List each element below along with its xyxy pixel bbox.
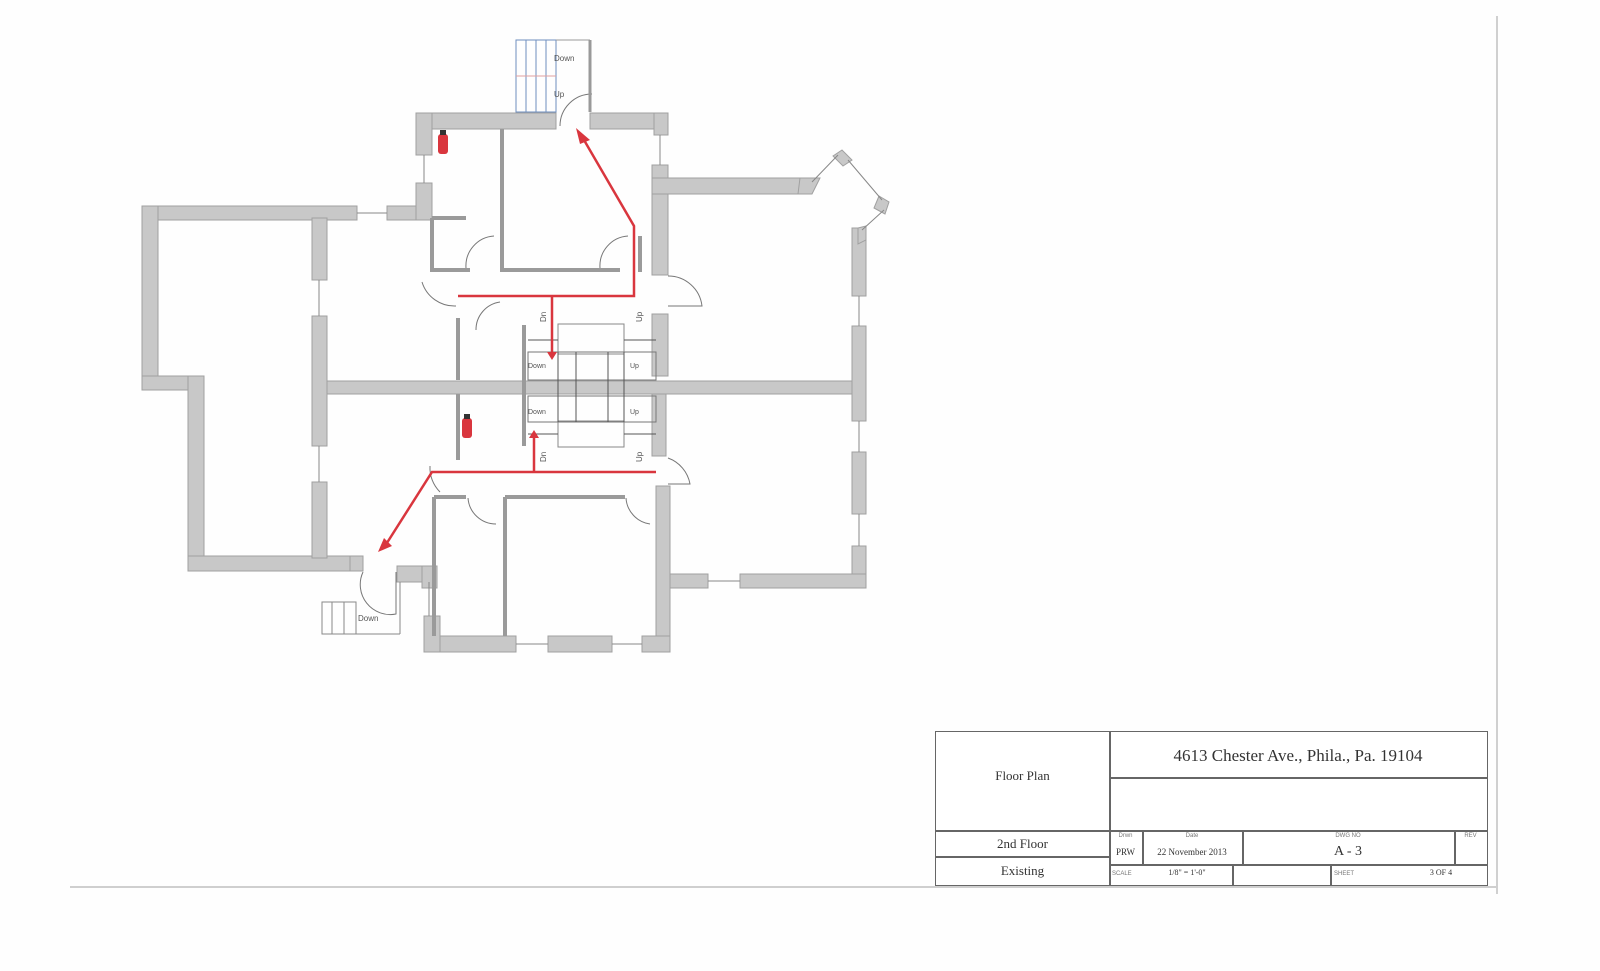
egress-arrow-north-icon — [576, 128, 590, 144]
egress-arrow-southwest-icon — [378, 538, 392, 552]
window-lines — [318, 135, 885, 645]
status-label: Existing — [1000, 863, 1045, 878]
bay-window — [797, 149, 890, 245]
sheet-value: 3 OF 4 — [1429, 868, 1453, 877]
date-value: 22 November 2013 — [1157, 847, 1227, 857]
svg-text:Down: Down — [358, 614, 378, 623]
svg-text:Dn: Dn — [539, 452, 548, 462]
title-block: Floor Plan 4613 Chester Ave., Phila., Pa… — [935, 731, 1488, 886]
svg-text:Up: Up — [635, 311, 644, 322]
door-swings — [359, 93, 703, 616]
drawn-by-label: Drwn — [1118, 833, 1133, 839]
walls — [141, 112, 867, 653]
date-label: Date — [1185, 833, 1199, 839]
scale-value: 1/8" = 1'-0" — [1168, 868, 1206, 877]
svg-text:Down: Down — [554, 54, 574, 63]
egress-route — [383, 139, 656, 547]
drawn-by-value: PRW — [1115, 847, 1135, 857]
sheet-border-right — [1496, 16, 1498, 894]
fire-extinguisher-icon — [438, 130, 448, 154]
sheet-label: SHEET — [1334, 871, 1355, 877]
svg-text:Up: Up — [630, 363, 639, 370]
dwg-no-label: DWG NO — [1335, 833, 1361, 839]
rear-stair — [515, 39, 592, 113]
svg-text:Down: Down — [528, 363, 546, 370]
rev-label: REV — [1464, 833, 1477, 839]
scale-label: SCALE — [1112, 871, 1132, 877]
central-stair — [527, 323, 657, 448]
fire-extinguisher-icon — [462, 414, 472, 438]
egress-arrowheads — [378, 128, 590, 552]
svg-text:Up: Up — [554, 90, 565, 99]
side-stair — [321, 582, 401, 635]
sheet-border-bottom — [70, 886, 1498, 888]
title-label: Floor Plan — [995, 768, 1050, 783]
svg-text:Dn: Dn — [539, 312, 548, 322]
svg-text:Up: Up — [630, 409, 639, 416]
svg-text:Up: Up — [635, 451, 644, 462]
partitions — [430, 129, 642, 636]
svg-text:Down: Down — [528, 409, 546, 416]
dwg-no-value: A - 3 — [1334, 844, 1362, 859]
floor-label: 2nd Floor — [997, 836, 1048, 851]
stair-labels: Down Up Down Up Down Up Down Dn Up Dn Up — [358, 54, 644, 623]
address: 4613 Chester Ave., Phila., Pa. 19104 — [1173, 746, 1423, 765]
